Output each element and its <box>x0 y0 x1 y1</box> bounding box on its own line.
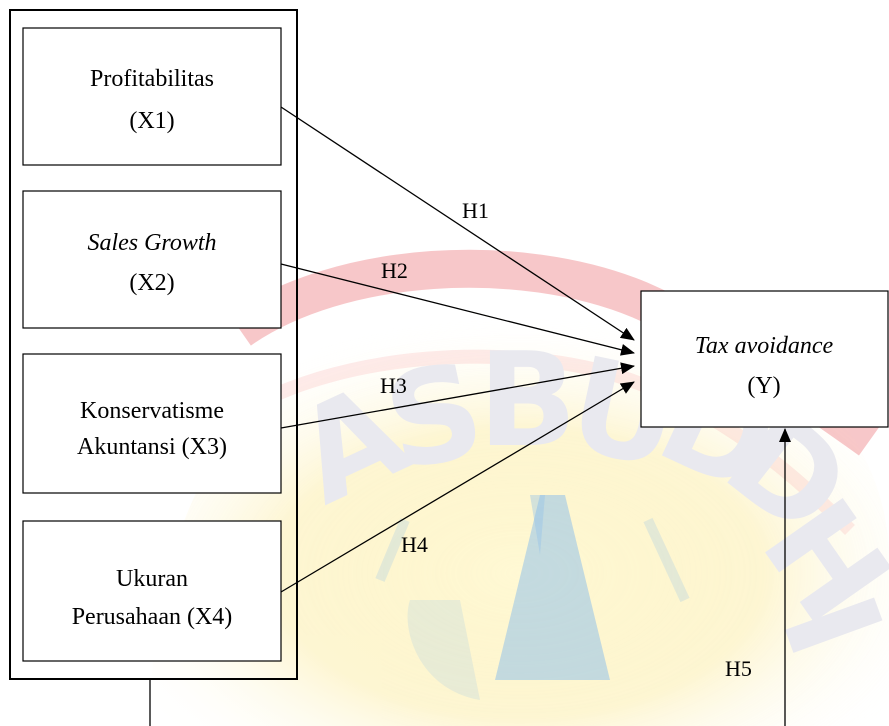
variable-code-x3: Akuntansi (X3) <box>77 434 227 460</box>
variable-name-x3: Konservatisme <box>80 398 224 424</box>
independent-group-box <box>9 9 298 680</box>
hypothesis-label-h4: H4 <box>401 532 428 557</box>
variable-box-x4: Ukuran Perusahaan (X4) <box>22 520 282 662</box>
variable-name-y: Tax avoidance <box>695 333 834 359</box>
variable-code-x4: Perusahaan (X4) <box>72 604 233 630</box>
variable-box-x2: Sales Growth (X2) <box>22 190 282 329</box>
variable-box-y: Tax avoidance (Y) <box>640 290 889 428</box>
arrow-h4 <box>280 381 635 593</box>
variable-name-x4: Ukuran <box>116 566 188 592</box>
hypothesis-label-h1: H1 <box>462 198 489 223</box>
variable-code-x2: (X2) <box>129 270 174 296</box>
variable-code-x1: (X1) <box>129 108 174 134</box>
variable-code-y: (Y) <box>747 373 780 399</box>
variable-box-x1: Profitabilitas (X1) <box>22 27 282 166</box>
variable-name-x1: Profitabilitas <box>90 66 214 92</box>
hypothesis-label-h3: H3 <box>380 373 407 398</box>
variable-box-x3: Konservatisme Akuntansi (X3) <box>22 353 282 494</box>
arrow-h2 <box>280 263 635 356</box>
watermark-letter: B <box>478 324 577 476</box>
variable-name-x2: Sales Growth <box>87 230 216 256</box>
hypothesis-label-h5: H5 <box>725 656 752 681</box>
arrow-h3 <box>280 362 635 429</box>
arrow-h1 <box>280 106 635 341</box>
hypothesis-label-h2: H2 <box>381 258 408 283</box>
